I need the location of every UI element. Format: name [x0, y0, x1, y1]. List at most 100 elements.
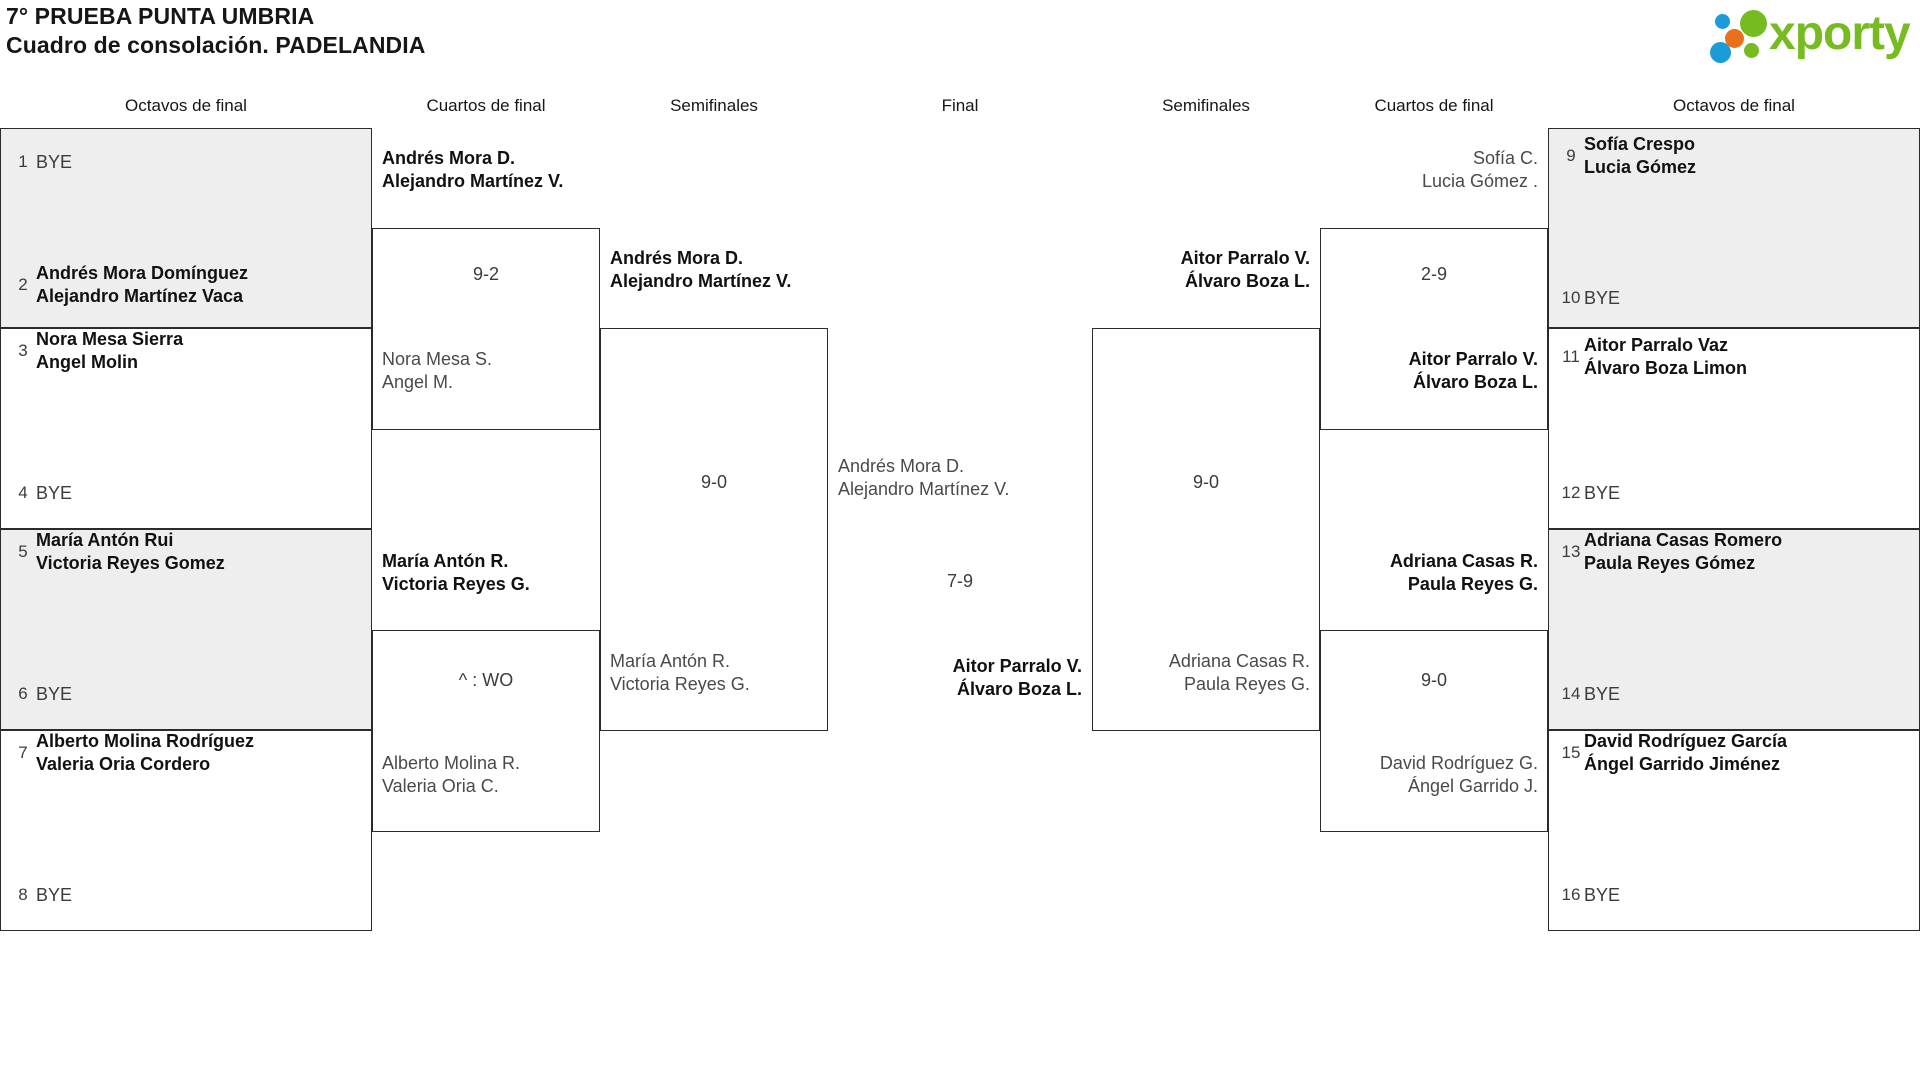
- right-r16-entry-10[interactable]: 10 BYE: [1548, 278, 1920, 318]
- left-sf-match-box[interactable]: [600, 328, 828, 731]
- round-header-final: Final: [941, 96, 979, 115]
- player-line-1: Adriana Casas R.: [1168, 651, 1310, 671]
- xporty-logo[interactable]: xporty: [1707, 5, 1912, 63]
- left-r16-entry-8[interactable]: 8 BYE: [0, 875, 372, 915]
- left-r16-entry-6[interactable]: 6 BYE: [0, 674, 372, 714]
- right-qf-match-2-box[interactable]: [1320, 630, 1548, 832]
- left-r16-match-2-box[interactable]: [0, 328, 372, 529]
- right-sf-entry-2[interactable]: Adriana Casas R. Paula Reyes G.: [1092, 650, 1320, 696]
- xporty-logo-dots-icon: [1707, 9, 1779, 63]
- left-qf-match-2-box[interactable]: [372, 630, 600, 832]
- right-r16-entry-9[interactable]: 9 Sofía Crespo Lucia Gómez: [1548, 133, 1920, 179]
- seed-number: 8: [18, 885, 28, 904]
- player-line-2: Valeria Oria C.: [382, 776, 499, 796]
- player-line-2: Victoria Reyes Gomez: [36, 553, 225, 573]
- left-sf-entry-1[interactable]: Andrés Mora D. Alejandro Martínez V.: [600, 247, 828, 293]
- final-entry-1[interactable]: Andrés Mora D. Alejandro Martínez V.: [828, 455, 1092, 501]
- right-sf-score: 9-0: [1192, 472, 1219, 492]
- page-header: 7° PRUEBA PUNTA UMBRIA Cuadro de consola…: [0, 0, 1920, 95]
- player-line-1: Andrés Mora D.: [838, 456, 965, 476]
- right-qf-entry-2[interactable]: Aitor Parralo V. Álvaro Boza L.: [1320, 348, 1548, 394]
- title-block: 7° PRUEBA PUNTA UMBRIA Cuadro de consola…: [6, 2, 425, 60]
- right-r16-match-3-box[interactable]: [1548, 529, 1920, 730]
- right-sf-match-box[interactable]: [1092, 328, 1320, 731]
- right-r16-entry-16[interactable]: 16 BYE: [1548, 875, 1920, 915]
- player-line-2: Victoria Reyes G.: [382, 574, 530, 594]
- player-line-1: Adriana Casas Romero: [1584, 530, 1783, 550]
- right-r16-entry-12[interactable]: 12 BYE: [1548, 473, 1920, 513]
- player-line-2: Paula Reyes Gómez: [1584, 553, 1756, 573]
- right-r16-match-1-box[interactable]: [1548, 128, 1920, 328]
- right-r16-entry-13[interactable]: 13 Adriana Casas Romero Paula Reyes Góme…: [1548, 529, 1920, 575]
- player-line-1: Alberto Molina R.: [382, 753, 521, 773]
- player-line-1: BYE: [1584, 287, 1621, 308]
- player-line-2: Álvaro Boza L.: [956, 679, 1082, 699]
- left-qf-entry-2[interactable]: Nora Mesa S. Angel M.: [372, 348, 600, 394]
- seed-number: 9: [1566, 146, 1576, 165]
- left-r16-entry-1[interactable]: 1 BYE: [0, 142, 372, 182]
- right-qf-entry-1[interactable]: Sofía C. Lucia Gómez .: [1320, 147, 1548, 193]
- seed-number: 6: [18, 684, 28, 703]
- round-header-right-r16: Octavos de final: [1673, 96, 1795, 115]
- player-line-1: Alberto Molina Rodríguez: [36, 731, 254, 751]
- seed-number: 16: [1561, 885, 1581, 904]
- seed-number: 5: [18, 542, 28, 561]
- player-line-2: Alejandro Martínez V.: [610, 271, 792, 291]
- xporty-logo-text: xporty: [1769, 7, 1911, 60]
- logo-dot-green-large: [1740, 10, 1767, 37]
- right-r16-entry-15[interactable]: 15 David Rodríguez García Ángel Garrido …: [1548, 730, 1920, 776]
- player-line-1: Aitor Parralo V.: [952, 656, 1082, 676]
- left-sf-entry-2[interactable]: María Antón R. Victoria Reyes G.: [600, 650, 828, 696]
- round-header-right-qf: Cuartos de final: [1374, 96, 1494, 115]
- player-line-2: Angel M.: [382, 372, 454, 392]
- left-r16-entry-2[interactable]: 2 Andrés Mora Domínguez Alejandro Martín…: [0, 262, 372, 308]
- right-r16-entry-14[interactable]: 14 BYE: [1548, 674, 1920, 714]
- player-line-2: Álvaro Boza L.: [1184, 271, 1310, 291]
- player-line-1: Andrés Mora D.: [610, 248, 744, 268]
- left-qf-match-1-box[interactable]: [372, 228, 600, 430]
- right-qf-match-1-box[interactable]: [1320, 228, 1548, 430]
- logo-dot-blue-small: [1715, 14, 1730, 29]
- left-r16-entry-5[interactable]: 5 María Antón Rui Victoria Reyes Gomez: [0, 529, 372, 575]
- player-line-2: Angel Molin: [36, 352, 138, 372]
- player-line-1: María Antón R.: [382, 551, 509, 571]
- player-line-2: Alejandro Martínez V.: [382, 171, 564, 191]
- seed-number: 7: [18, 743, 28, 762]
- right-qf-entry-3[interactable]: Adriana Casas R. Paula Reyes G.: [1320, 550, 1548, 596]
- right-qf-entry-4[interactable]: David Rodríguez G. Ángel Garrido J.: [1320, 752, 1548, 798]
- logo-dot-blue-large: [1710, 42, 1731, 63]
- left-r16-entry-4[interactable]: 4 BYE: [0, 473, 372, 513]
- player-line-2: Lucia Gómez .: [1421, 171, 1538, 191]
- player-line-1: Aitor Parralo V.: [1180, 248, 1310, 268]
- left-qf-score-1: 9-2: [472, 264, 499, 284]
- player-line-1: Aitor Parralo V.: [1408, 349, 1538, 369]
- player-line-2: Álvaro Boza L.: [1412, 372, 1538, 392]
- player-line-2: Alejandro Martínez Vaca: [36, 286, 244, 306]
- final-entry-2[interactable]: Aitor Parralo V. Álvaro Boza L.: [828, 655, 1092, 701]
- player-line-2: Victoria Reyes G.: [610, 674, 750, 694]
- round-header-left-r16: Octavos de final: [125, 96, 247, 115]
- left-qf-entry-4[interactable]: Alberto Molina R. Valeria Oria C.: [372, 752, 600, 798]
- player-line-2: Ángel Garrido J.: [1407, 776, 1538, 796]
- seed-number: 12: [1561, 483, 1581, 502]
- right-r16-entry-11[interactable]: 11 Aitor Parralo Vaz Álvaro Boza Limon: [1548, 334, 1920, 380]
- player-line-2: Paula Reyes G.: [1183, 674, 1310, 694]
- left-r16-match-4-box[interactable]: [0, 730, 372, 931]
- seed-number: 3: [18, 341, 28, 360]
- round-header-left-qf: Cuartos de final: [426, 96, 546, 115]
- left-r16-entry-7[interactable]: 7 Alberto Molina Rodríguez Valeria Oria …: [0, 730, 372, 776]
- left-r16-match-3-box[interactable]: [0, 529, 372, 730]
- left-r16-match-1-box[interactable]: [0, 128, 372, 328]
- seed-number: 14: [1561, 684, 1581, 703]
- left-r16-entry-3[interactable]: 3 Nora Mesa Sierra Angel Molin: [0, 328, 372, 374]
- player-line-1: María Antón R.: [610, 651, 731, 671]
- player-line-1: David Rodríguez G.: [1379, 753, 1538, 773]
- right-qf-score-2: 9-0: [1420, 670, 1447, 690]
- left-qf-entry-1[interactable]: Andrés Mora D. Alejandro Martínez V.: [372, 147, 600, 193]
- player-line-2: Valeria Oria Cordero: [36, 754, 211, 774]
- player-line-1: María Antón Rui: [36, 530, 174, 550]
- right-sf-entry-1[interactable]: Aitor Parralo V. Álvaro Boza L.: [1092, 247, 1320, 293]
- player-line-1: BYE: [36, 151, 73, 172]
- right-qf-score-1: 2-9: [1420, 264, 1447, 284]
- left-qf-entry-3[interactable]: María Antón R. Victoria Reyes G.: [372, 550, 600, 596]
